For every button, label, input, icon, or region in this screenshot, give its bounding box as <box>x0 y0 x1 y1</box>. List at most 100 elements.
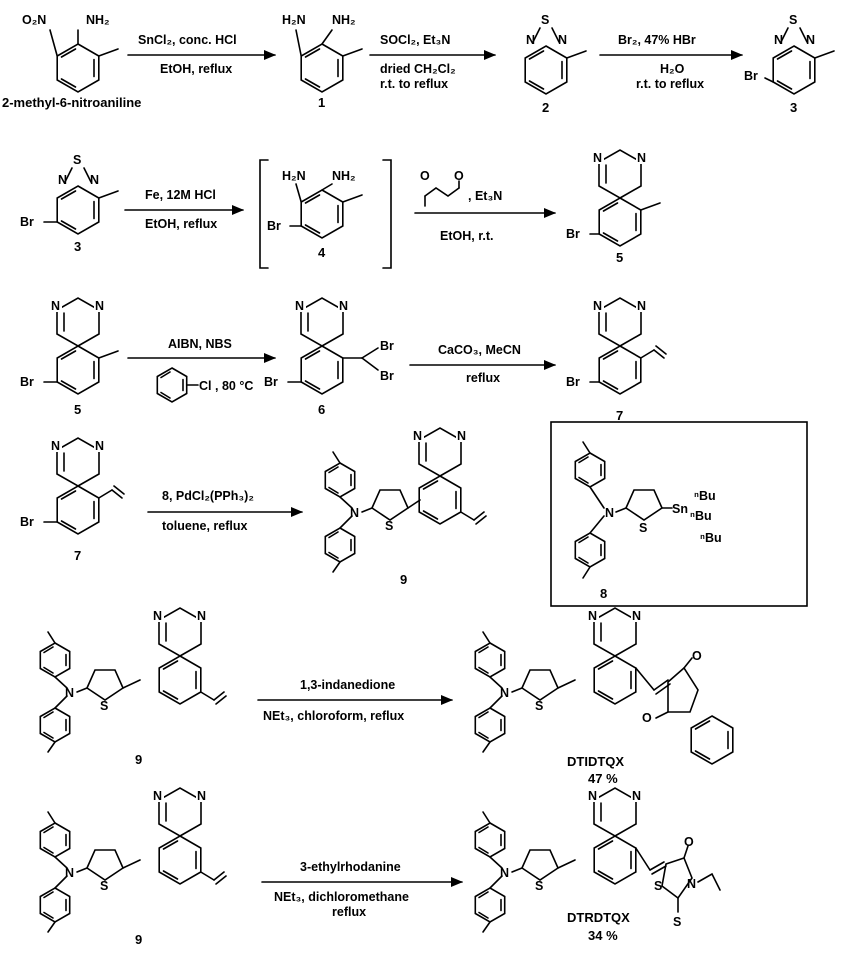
svg-text:SOCl₂, Et₃N: SOCl₂, Et₃N <box>380 33 450 47</box>
compound-7: N N Br 7 <box>566 297 667 423</box>
svg-text:47 %: 47 % <box>588 771 618 786</box>
svg-text:reflux: reflux <box>466 371 500 385</box>
svg-text:N: N <box>806 33 815 47</box>
svg-text:S: S <box>535 699 543 713</box>
svg-text:N: N <box>687 877 696 891</box>
compound-9: N S N N 9 <box>324 427 487 587</box>
svg-text:N: N <box>65 866 74 880</box>
reaction-arrow-6: AIBN, NBS Cl , 80 °C <box>127 337 276 403</box>
svg-text:Br: Br <box>380 339 394 353</box>
svg-text:N: N <box>295 299 304 313</box>
svg-text:9: 9 <box>400 572 407 587</box>
compound-7b: N N Br 7 <box>20 437 125 563</box>
svg-text:N: N <box>605 506 614 520</box>
svg-text:N: N <box>593 299 602 313</box>
svg-text:N: N <box>51 439 60 453</box>
svg-text:O: O <box>642 711 652 725</box>
svg-text:Br: Br <box>20 215 34 229</box>
compound-dtidtqx: N S N N O O DTIDTQX 47 % <box>474 607 734 786</box>
svg-text:4: 4 <box>318 245 326 260</box>
chlorobenzene-structure: Cl <box>156 367 212 403</box>
svg-text:7: 7 <box>74 548 81 563</box>
row-4: N N Br 7 8, PdCl₂(PPh₃)₂ toluene, reflux… <box>20 421 808 607</box>
svg-text:6: 6 <box>318 402 325 417</box>
reaction-arrow-10: 3-ethylrhodanine NEt₃, dichloromethane r… <box>261 860 463 919</box>
svg-text:N: N <box>593 151 602 165</box>
reaction-arrow-2: SOCl₂, Et₃N dried CH₂Cl₂ r.t. to reflux <box>369 33 496 91</box>
reaction-arrow-7: CaCO₃, MeCN reflux <box>409 343 556 385</box>
svg-text:8, PdCl₂(PPh₃)₂: 8, PdCl₂(PPh₃)₂ <box>162 489 254 503</box>
svg-text:7: 7 <box>616 408 623 423</box>
svg-text:H₂O: H₂O <box>660 62 685 76</box>
svg-text:N: N <box>500 866 509 880</box>
row-1: O₂N NH₂ 2-methyl-6-nitroaniline SnCl₂, c… <box>2 13 835 115</box>
svg-text:N: N <box>637 299 646 313</box>
nitro-group: O₂N <box>22 13 46 27</box>
reaction-arrow-3: Br₂, 47% HBr H₂O r.t. to reflux <box>599 33 743 91</box>
reaction-arrow-4: Fe, 12M HCl EtOH, reflux <box>124 188 244 231</box>
row-2: N N S Br 3 Fe, 12M HCl EtOH, reflux H₂N … <box>20 149 661 269</box>
svg-text:N: N <box>153 609 162 623</box>
compound-label: 2-methyl-6-nitroaniline <box>2 95 141 110</box>
svg-text:9: 9 <box>135 932 142 947</box>
svg-text:NEt₃, dichloromethane: NEt₃, dichloromethane <box>274 890 409 904</box>
svg-text:N: N <box>58 173 67 187</box>
svg-text:S: S <box>541 13 549 27</box>
svg-text:CaCO₃, MeCN: CaCO₃, MeCN <box>438 343 521 357</box>
svg-text:NEt₃, chloroform, reflux: NEt₃, chloroform, reflux <box>263 709 404 723</box>
compound-5: N N Br 5 <box>566 149 661 265</box>
svg-text:ⁿBu: ⁿBu <box>690 509 712 523</box>
reaction-arrow-1: SnCl₂, conc. HCl EtOH, reflux <box>127 33 276 76</box>
svg-text:Br: Br <box>264 375 278 389</box>
svg-text:Br: Br <box>566 375 580 389</box>
svg-text:N: N <box>526 33 535 47</box>
svg-text:O: O <box>692 649 702 663</box>
svg-text:9: 9 <box>135 752 142 767</box>
svg-text:N: N <box>51 299 60 313</box>
svg-text:Br: Br <box>20 375 34 389</box>
svg-text:5: 5 <box>616 250 623 265</box>
svg-text:N: N <box>350 506 359 520</box>
compound-3: N N S Br 3 <box>744 13 835 115</box>
svg-text:Br: Br <box>267 219 281 233</box>
svg-text:S: S <box>73 153 81 167</box>
compound-dtrdtqx: N S N N O S N S DTRDTQX 34 % <box>474 787 721 943</box>
svg-text:Br: Br <box>380 369 394 383</box>
compound-4: H₂N NH₂ Br 4 <box>259 159 392 269</box>
compound-9c: N S N N 9 <box>39 787 227 947</box>
svg-text:H₂N: H₂N <box>282 13 306 27</box>
svg-text:3-ethylrhodanine: 3-ethylrhodanine <box>300 860 401 874</box>
svg-text:N: N <box>588 609 597 623</box>
svg-text:N: N <box>90 173 99 187</box>
svg-text:H₂N: H₂N <box>282 169 306 183</box>
svg-text:N: N <box>153 789 162 803</box>
svg-text:S: S <box>654 879 662 893</box>
svg-text:EtOH, reflux: EtOH, reflux <box>145 217 217 231</box>
svg-text:Br: Br <box>20 515 34 529</box>
svg-text:S: S <box>100 699 108 713</box>
svg-text:O: O <box>684 835 694 849</box>
svg-text:AIBN, NBS: AIBN, NBS <box>168 337 232 351</box>
svg-text:N: N <box>558 33 567 47</box>
svg-text:S: S <box>789 13 797 27</box>
svg-text:O: O <box>454 169 464 183</box>
reaction-arrow-8: 8, PdCl₂(PPh₃)₂ toluene, reflux <box>147 489 303 533</box>
svg-text:EtOH, r.t.: EtOH, r.t. <box>440 229 493 243</box>
svg-text:S: S <box>385 519 393 533</box>
svg-text:, Et₃N: , Et₃N <box>468 189 502 203</box>
svg-text:N: N <box>65 686 74 700</box>
svg-text:, 80 °C: , 80 °C <box>215 379 253 393</box>
svg-text:N: N <box>197 789 206 803</box>
svg-text:3: 3 <box>74 239 81 254</box>
reaction-arrow-9: 1,3-indanedione NEt₃, chloroform, reflux <box>257 678 453 723</box>
compound-2: N N S 2 <box>524 13 587 115</box>
svg-text:SnCl₂, conc. HCl: SnCl₂, conc. HCl <box>138 33 237 47</box>
svg-text:N: N <box>500 686 509 700</box>
svg-text:dried CH₂Cl₂: dried CH₂Cl₂ <box>380 62 456 76</box>
svg-text:r.t. to reflux: r.t. to reflux <box>636 77 704 91</box>
compound-6: N N Br Br Br 6 <box>264 297 394 417</box>
svg-text:N: N <box>413 429 422 443</box>
row-5: N S N N 9 1,3-indanedione NEt₃, chlorofo… <box>39 607 734 786</box>
svg-text:S: S <box>673 915 681 929</box>
svg-text:N: N <box>457 429 466 443</box>
